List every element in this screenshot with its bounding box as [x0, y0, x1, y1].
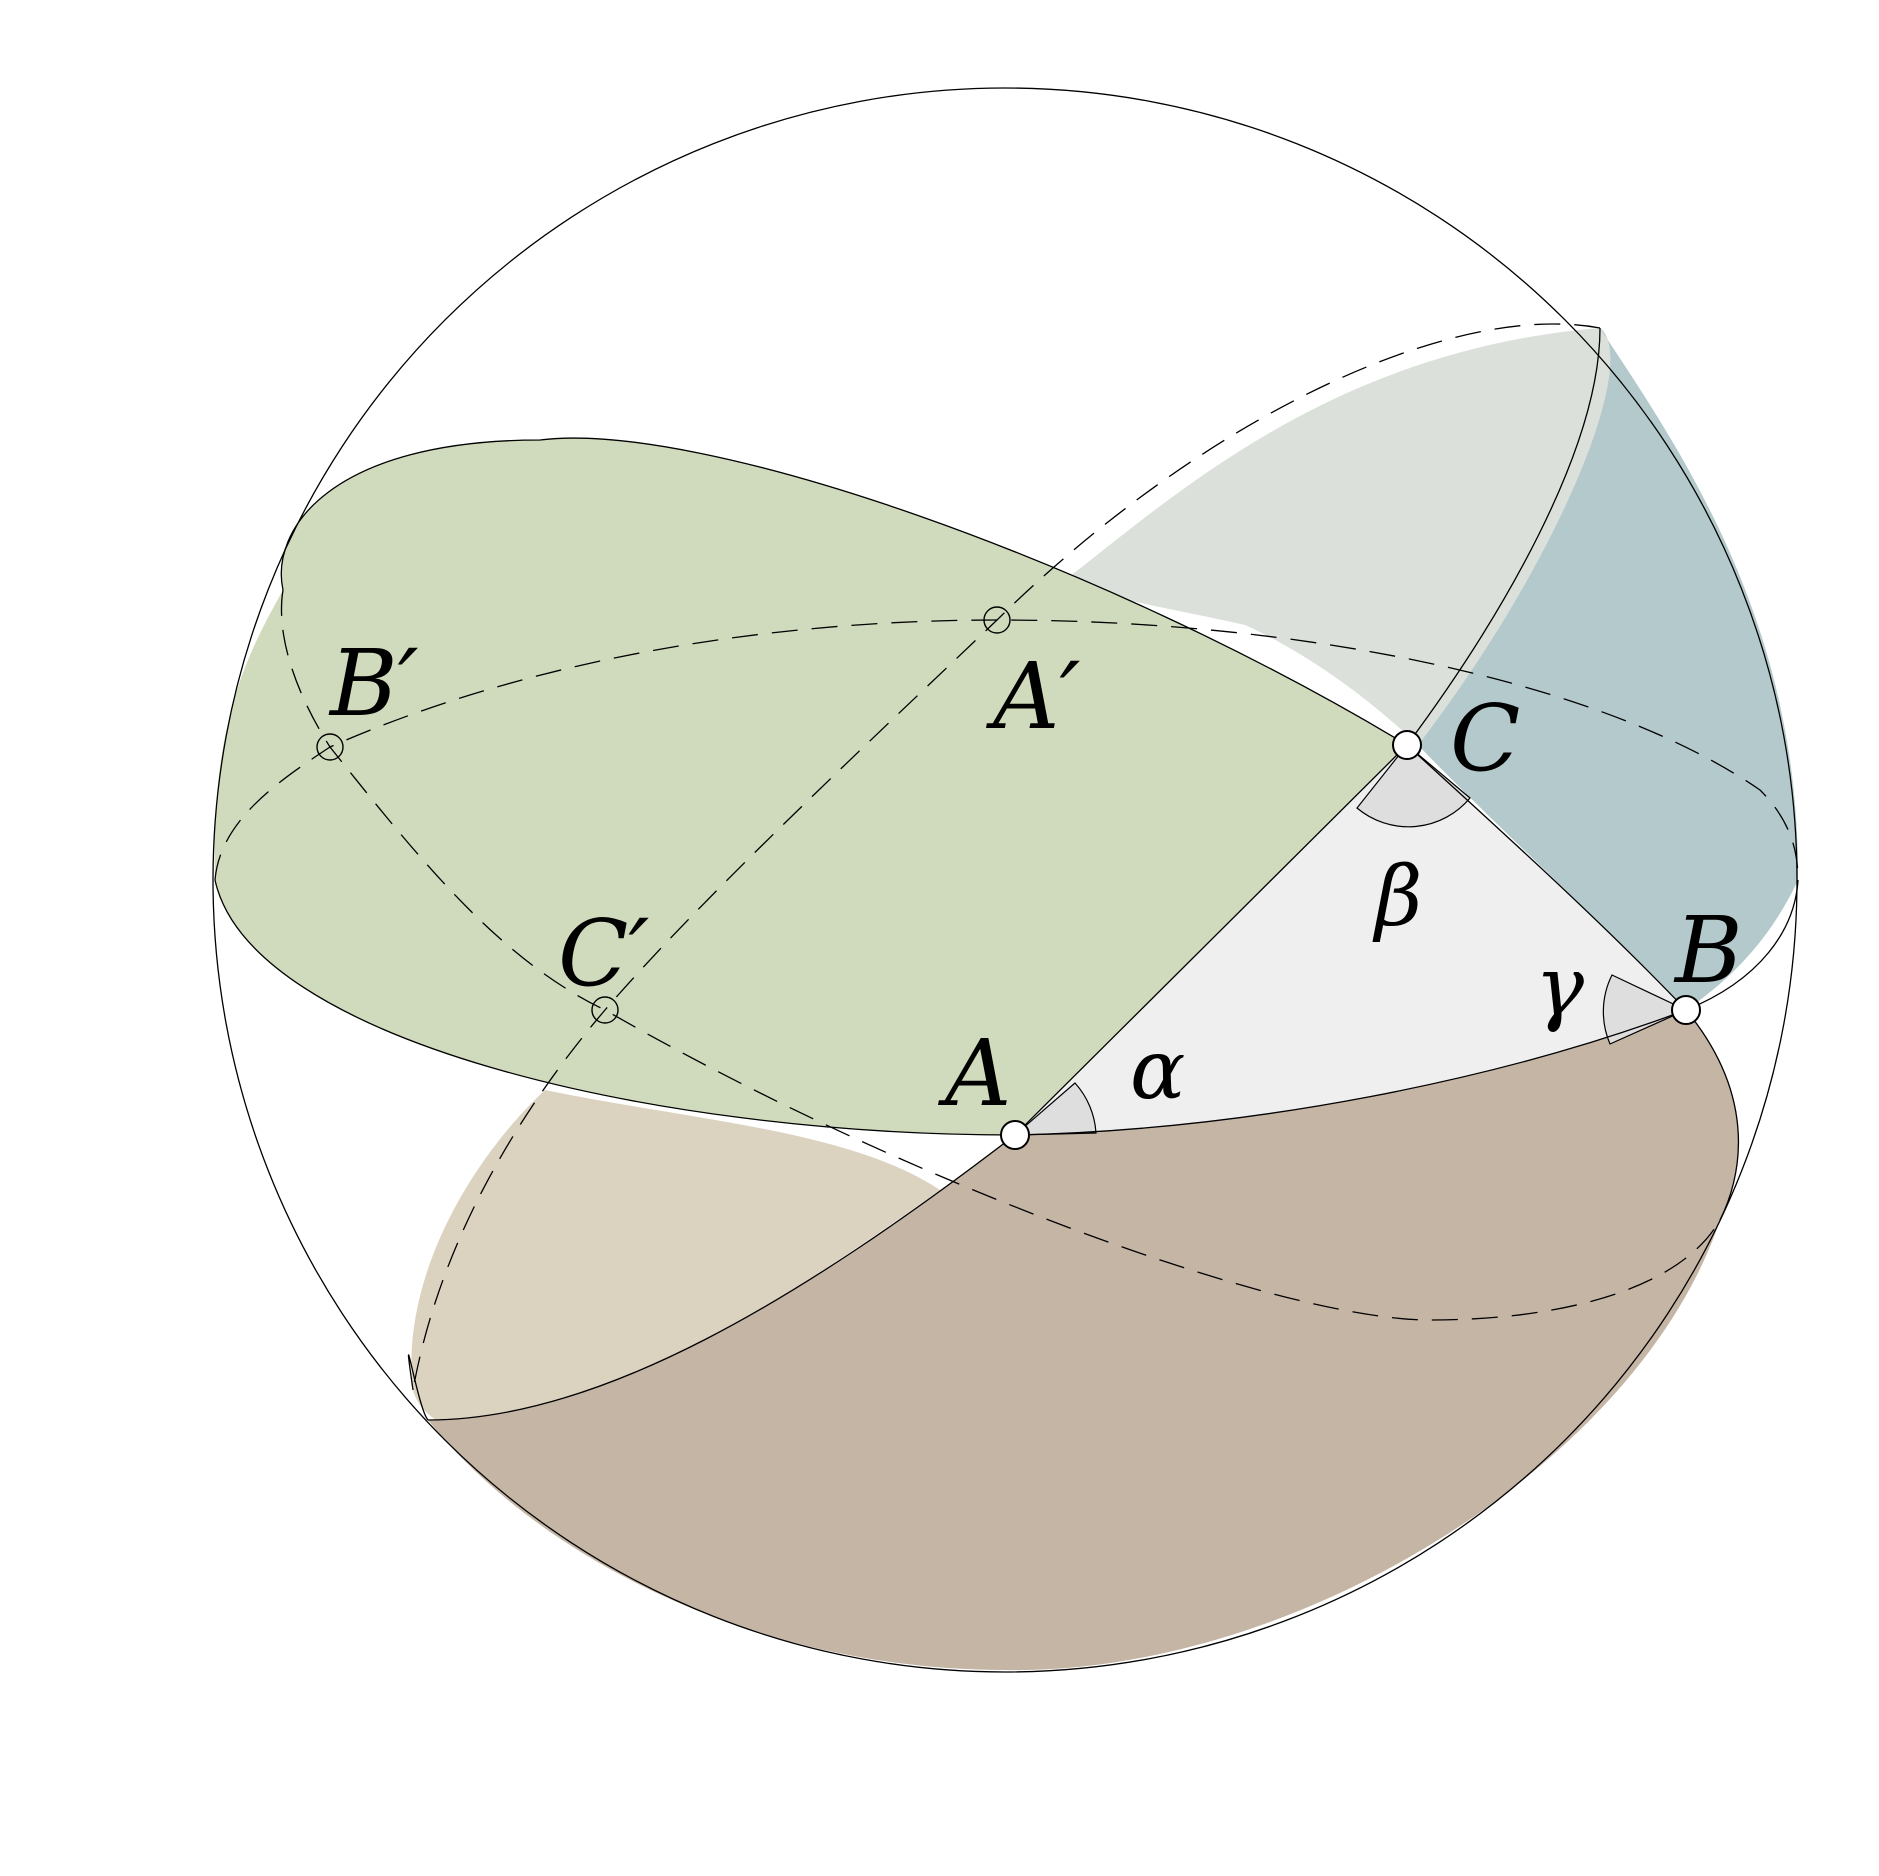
label-beta: β	[1372, 850, 1422, 945]
point-B-prime	[316, 733, 344, 761]
label-B: B	[1673, 897, 1743, 1004]
blue-lune-back-surface	[1065, 328, 1611, 745]
label-alpha: α	[1130, 1023, 1185, 1118]
blue-lune-surface	[1418, 328, 1799, 1010]
label-A-prime: A′	[985, 643, 1080, 750]
angle-sector-gamma	[1602, 974, 1688, 1045]
great-circle-cb-hidden	[280, 589, 1721, 1321]
point-C-prime	[591, 996, 619, 1024]
sphere-outline	[212, 87, 1798, 1673]
point-C	[1392, 730, 1422, 760]
point-A	[1000, 1120, 1030, 1150]
great-circle-ac-hidden	[412, 323, 1601, 1391]
point-B	[1671, 995, 1701, 1025]
brown-lune-surface	[428, 1010, 1739, 1671]
label-gamma: γ	[1535, 940, 1585, 1035]
great-circle-ab-visible	[214, 879, 1799, 1136]
label-C-prime: C′	[558, 900, 649, 1007]
great-circle-ac-visible	[427, 327, 1601, 1421]
spherical-triangle-abc	[1015, 745, 1686, 1135]
brown-lune-back-surface	[411, 1090, 940, 1432]
great-circle-cb-visible	[280, 437, 1740, 1221]
label-B-prime: B′	[328, 630, 419, 737]
label-C: C	[1450, 685, 1520, 792]
angle-sector-alpha	[1013, 1082, 1097, 1136]
brown-lune-back-rim	[407, 1354, 429, 1421]
green-lune-surface	[214, 438, 1407, 1135]
label-A: A	[937, 1020, 1011, 1127]
angle-sector-beta	[1356, 744, 1471, 828]
point-A-prime	[983, 606, 1011, 634]
